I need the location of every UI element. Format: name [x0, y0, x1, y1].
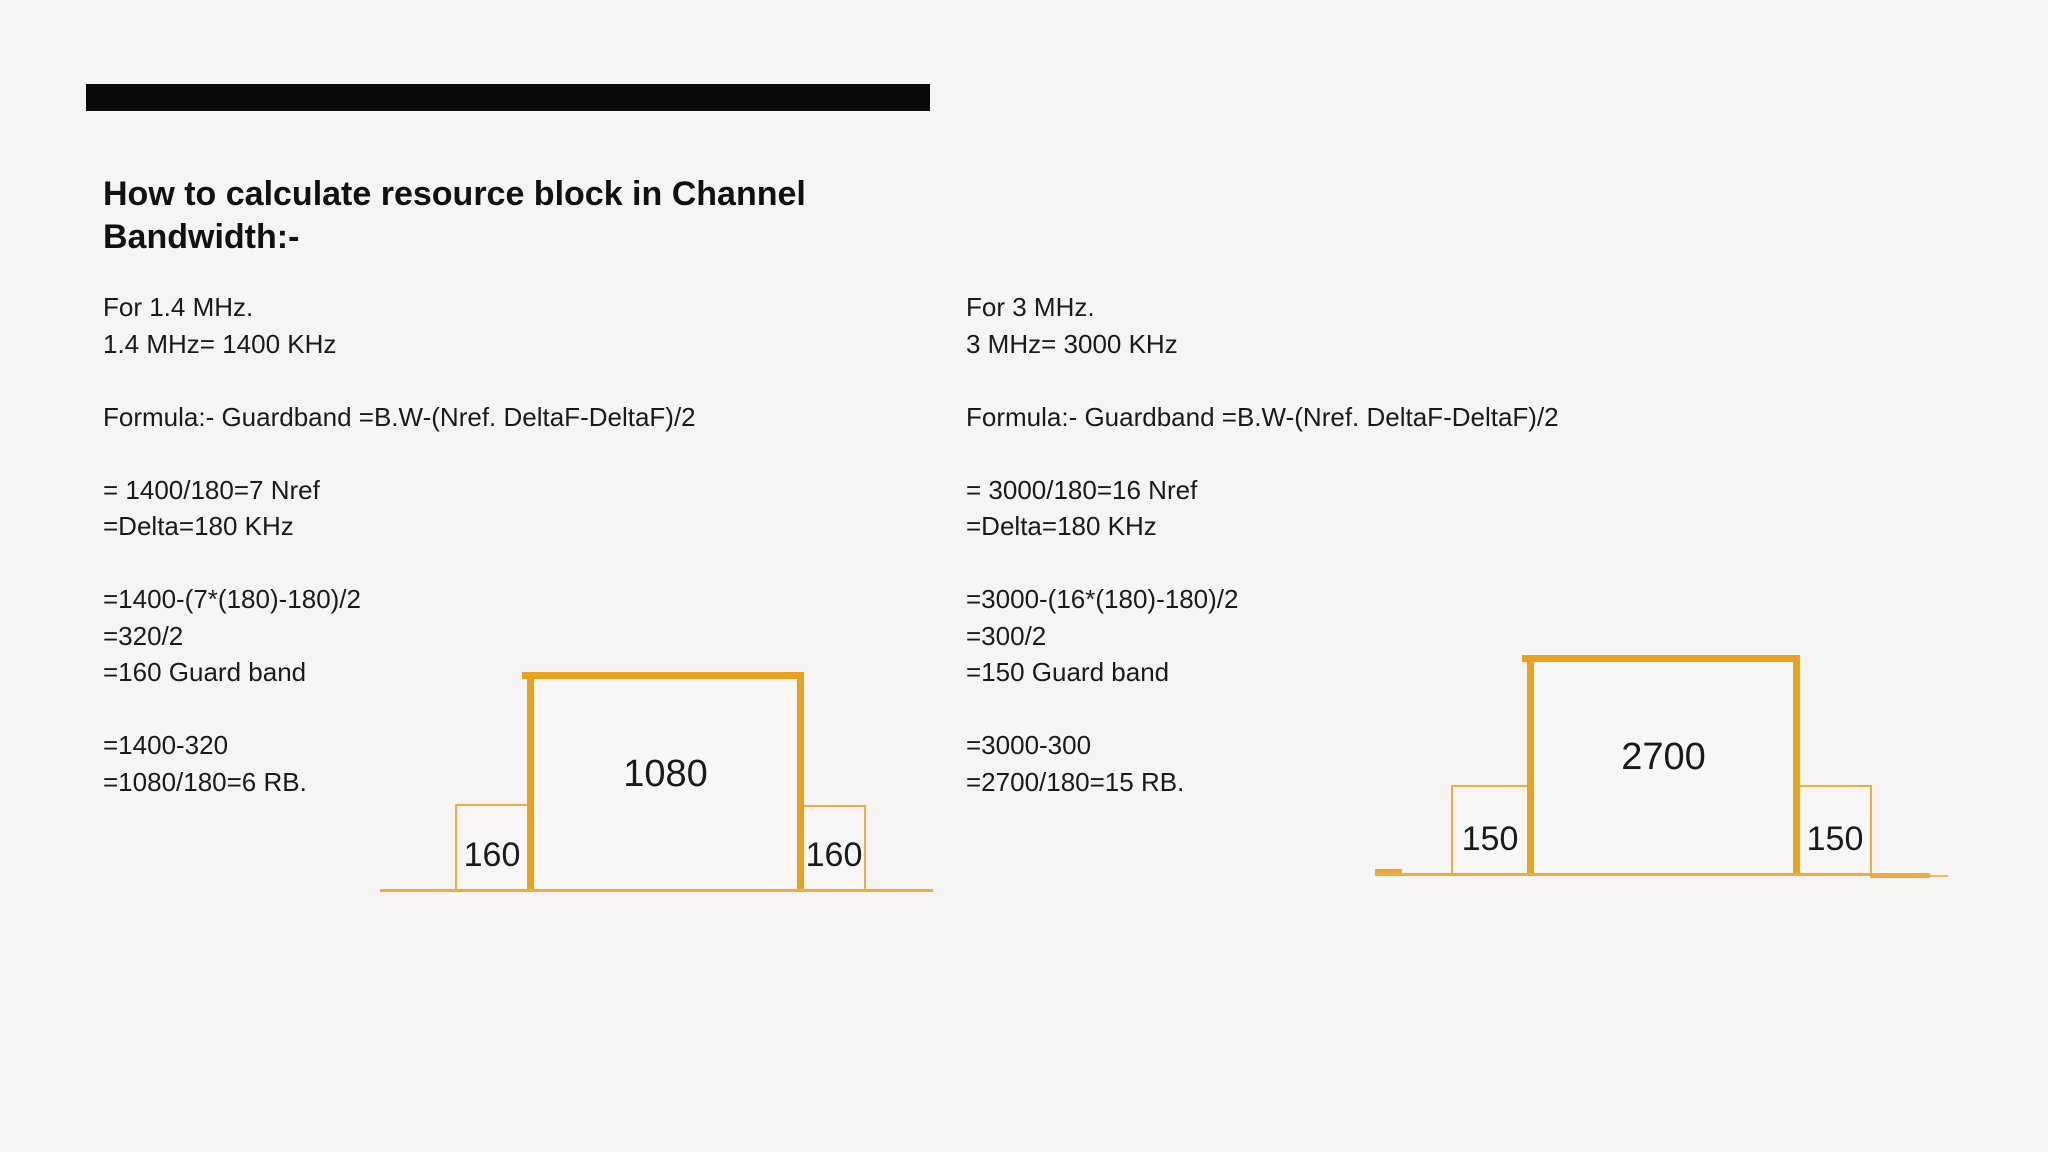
guard-band-right-value: 150: [1806, 820, 1864, 858]
text-line: 3 MHz= 3000 KHz: [966, 328, 1178, 359]
text-line: For 1.4 MHz.: [103, 292, 254, 322]
text-line: For 3 MHz.: [966, 292, 1095, 322]
text-line: =Delta=180 KHz: [103, 511, 294, 541]
axis-left-stub: [1375, 869, 1402, 873]
guard-band-left-block: 160: [455, 804, 527, 889]
bandwidth-diagram-3mhz: 150 150 2700: [1372, 646, 1952, 891]
axis-right-tail-end: [1930, 875, 1948, 877]
text-line: =1400-320: [103, 730, 229, 760]
bandwidth-diagram-1p4mhz: 160 160 1080: [380, 664, 940, 909]
frequency-axis-line: [1375, 873, 1930, 876]
text-line: [103, 435, 696, 472]
text-line: =Delta=180 KHz: [966, 511, 1157, 541]
text-line: =160 Guard band: [103, 657, 307, 687]
guard-band-right-block: 150: [1800, 785, 1872, 873]
guard-band-right-block: 160: [804, 805, 866, 889]
page-title: How to calculate resource block in Chann…: [103, 173, 963, 259]
text-line: =1080/180=6 RB.: [103, 766, 307, 797]
text-line: [966, 545, 1559, 582]
text-line: [103, 545, 696, 582]
channel-block: 1080: [522, 672, 804, 889]
text-line: [103, 362, 696, 399]
text-line: =3000-(16*(180)-180)/2: [966, 584, 1239, 614]
text-line: = 1400/180=7 Nref: [103, 474, 320, 505]
page-title-line-2: Bandwidth:-: [103, 218, 300, 256]
text-line: [966, 435, 1559, 472]
text-line: =150 Guard band: [966, 657, 1170, 687]
text-line: =320/2: [103, 620, 184, 651]
text-line: =300/2: [966, 620, 1047, 651]
channel-block: 2700: [1522, 655, 1800, 873]
guard-band-left-block: 150: [1451, 785, 1527, 873]
top-black-bar: [86, 84, 930, 111]
text-line: Formula:- Guardband =B.W-(Nref. DeltaF-D…: [103, 401, 696, 432]
frequency-axis-line: [380, 889, 933, 892]
text-line: = 3000/180=16 Nref: [966, 474, 1198, 505]
page-title-line-1: How to calculate resource block in Chann…: [103, 175, 806, 213]
guard-band-right-value: 160: [805, 836, 863, 874]
guard-band-left-value: 160: [463, 836, 521, 874]
channel-bandwidth-value: 2700: [1621, 736, 1706, 778]
text-line: =1400-(7*(180)-180)/2: [103, 584, 361, 614]
calc-column-1p4mhz: For 1.4 MHz. 1.4 MHz= 1400 KHz Formula:-…: [103, 289, 696, 800]
channel-bandwidth-value: 1080: [623, 752, 708, 795]
text-line: 1.4 MHz= 1400 KHz: [103, 328, 337, 359]
text-line: =2700/180=15 RB.: [966, 766, 1185, 797]
text-line: [966, 362, 1559, 399]
text-line: Formula:- Guardband =B.W-(Nref. DeltaF-D…: [966, 401, 1559, 432]
calc-column-3mhz: For 3 MHz. 3 MHz= 3000 KHz Formula:- Gua…: [966, 289, 1559, 800]
text-line: =3000-300: [966, 730, 1092, 760]
guard-band-left-value: 150: [1461, 820, 1519, 858]
axis-right-tail: [1870, 874, 1930, 878]
